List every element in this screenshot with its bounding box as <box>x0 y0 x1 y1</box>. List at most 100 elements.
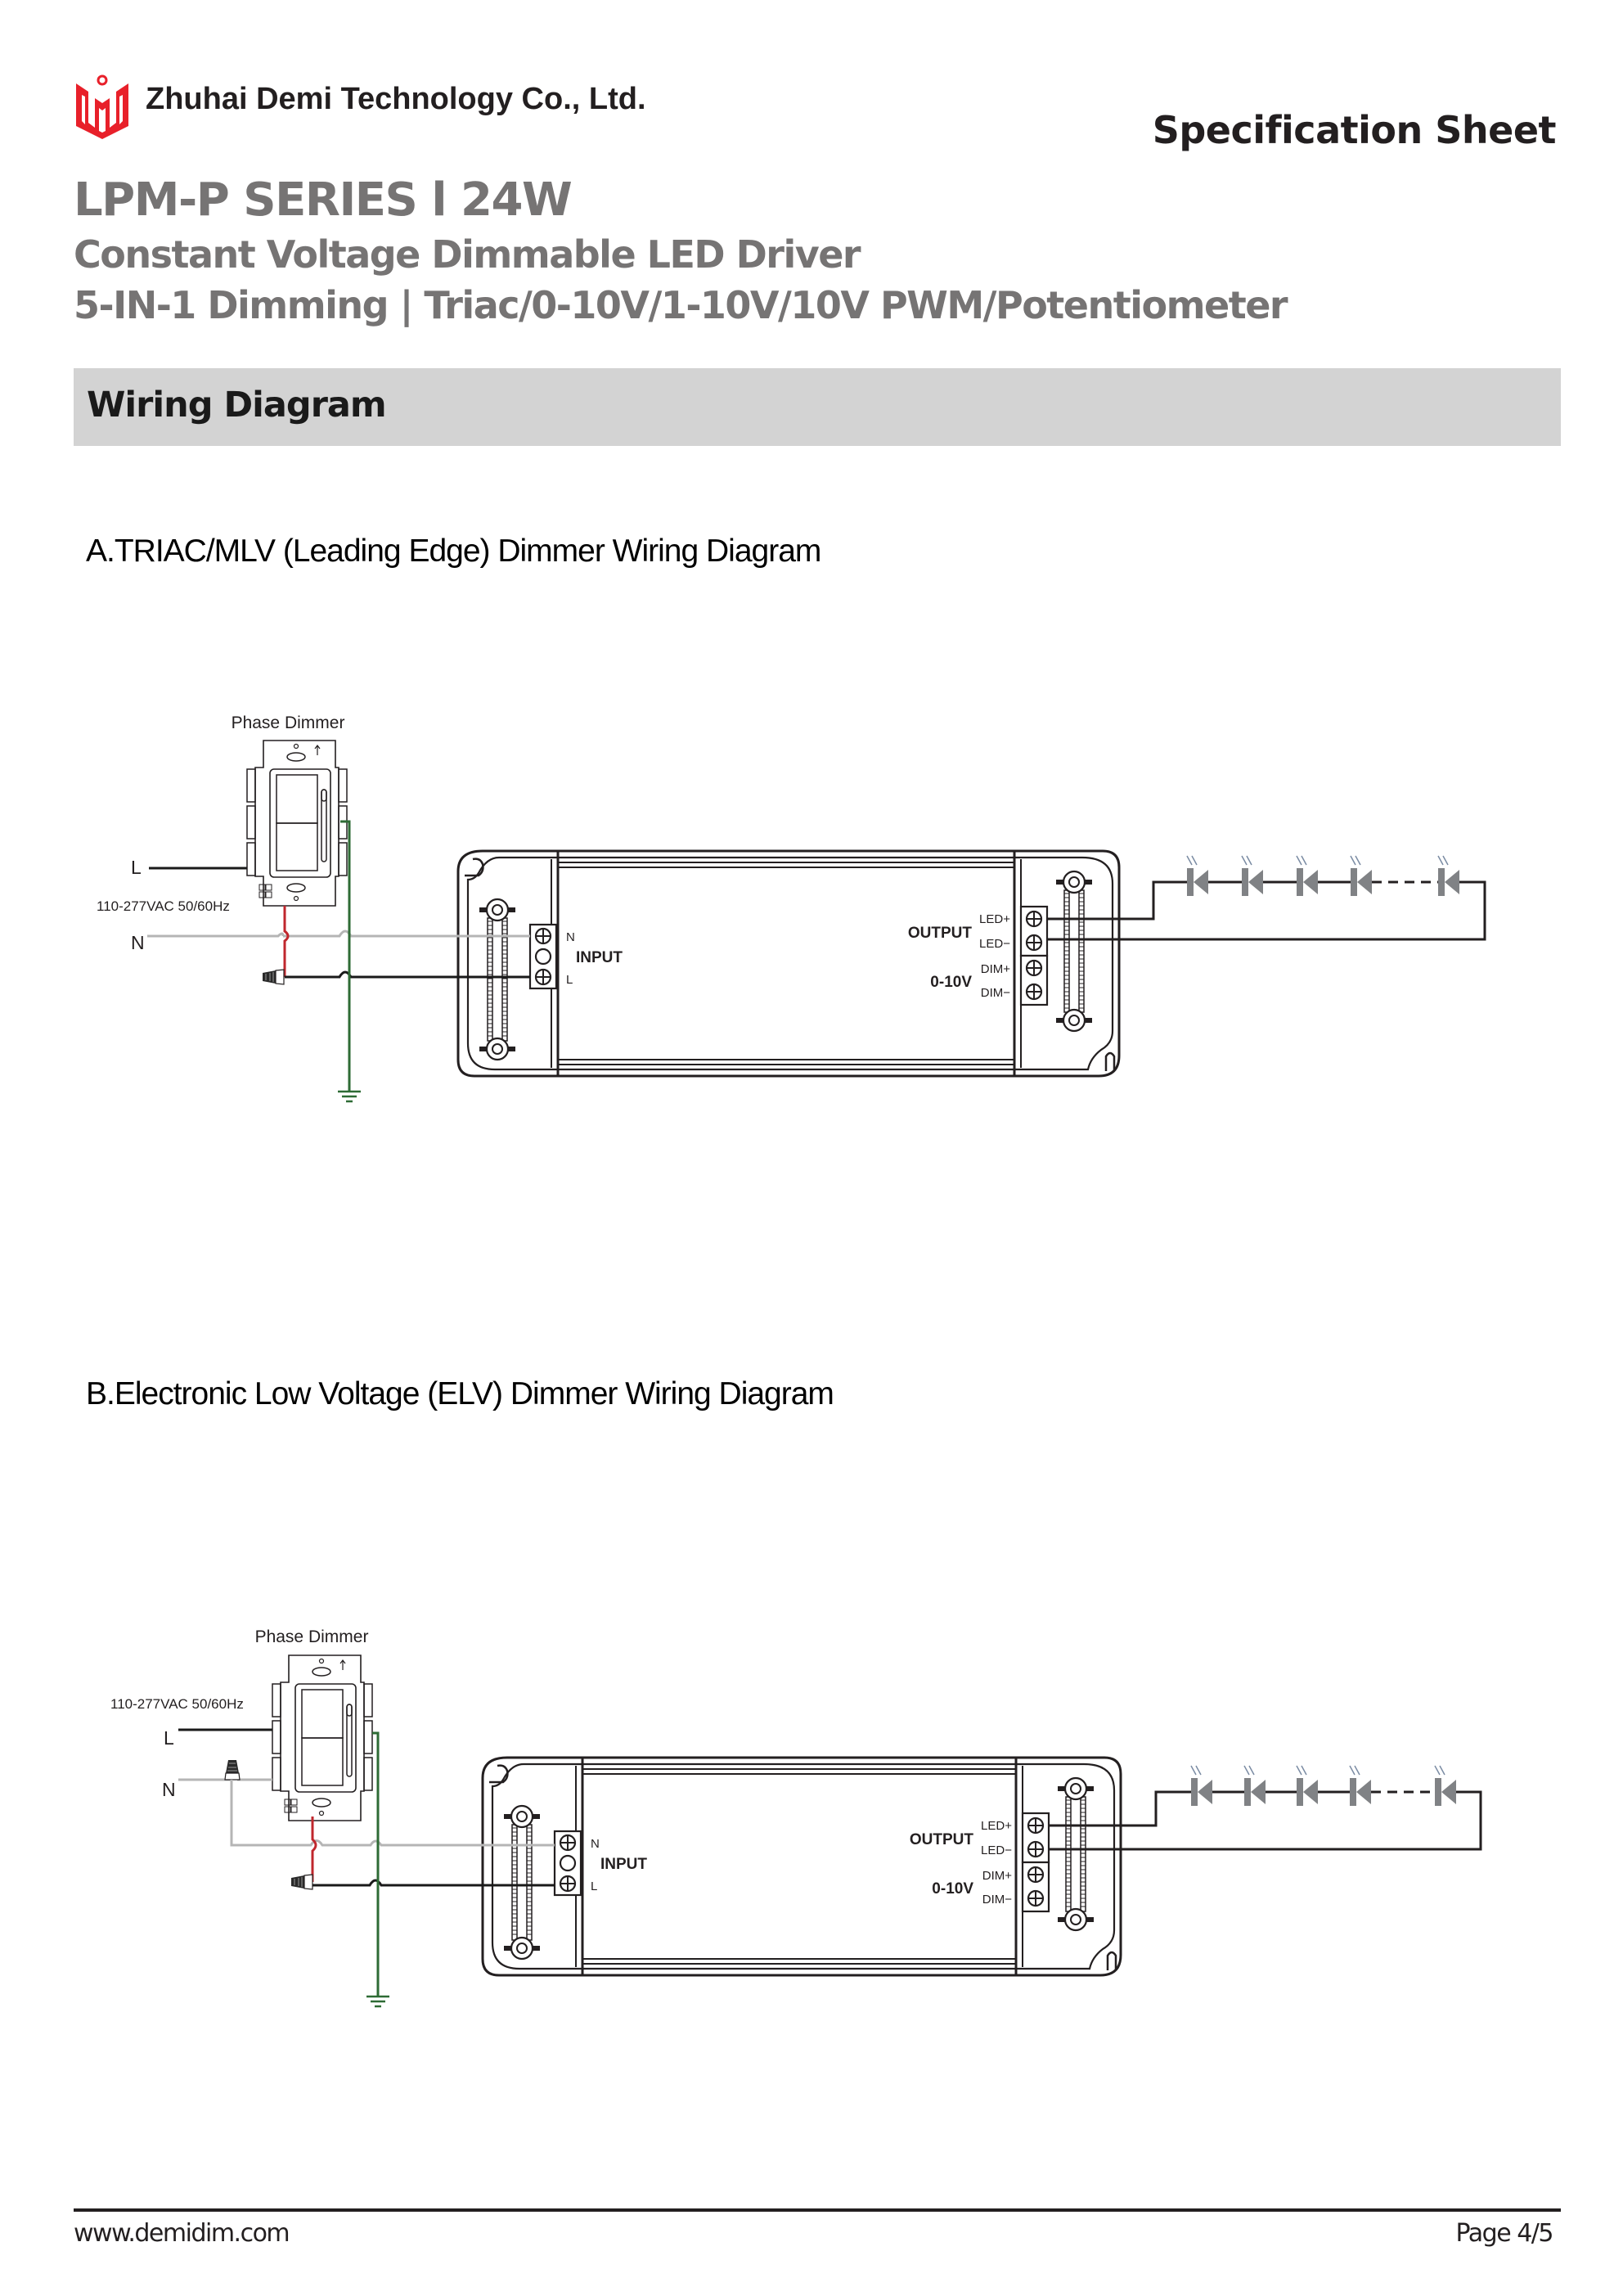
input-label: INPUT <box>600 1856 647 1873</box>
led-icon <box>1445 870 1459 894</box>
dimmer-vent <box>259 891 266 898</box>
clamp-screw-top <box>1062 870 1086 894</box>
clamp-rail <box>526 1824 533 1941</box>
driver-housing <box>481 1756 1122 1977</box>
dim-neg-label: DIM− <box>982 1893 1012 1907</box>
clamp-screw-top-hole <box>1068 876 1080 888</box>
input-terminal-unused <box>534 948 552 966</box>
light-rays-icon <box>1349 1765 1360 1776</box>
dim-mode-label: 0-10V <box>932 1880 973 1898</box>
wire-ground <box>372 1731 380 1997</box>
mounting-ear-left <box>465 858 484 877</box>
input-label: INPUT <box>576 949 623 966</box>
mounting-ear-right <box>1106 1951 1117 1970</box>
wire-line-to-driver <box>285 970 530 979</box>
light-rays-icon <box>1190 1765 1202 1776</box>
led-icon-bar <box>1244 1778 1251 1806</box>
dimmer-label: Phase Dimmer <box>232 714 345 732</box>
screw-hole-bottom <box>318 1810 325 1817</box>
driver-housing <box>456 849 1121 1078</box>
product-subtitle: Constant Voltage Dimmable LED Driver <box>74 232 861 277</box>
mounting-ear-right <box>1104 1051 1116 1071</box>
wire-ground <box>340 820 351 1092</box>
led-icon <box>1303 870 1318 894</box>
led-icon-bar <box>1191 1778 1198 1806</box>
company-logo <box>74 74 131 139</box>
mounting-slot-bottom <box>286 883 306 893</box>
clamp-screw-top <box>485 898 510 922</box>
led-icon <box>1357 870 1372 894</box>
section-title: Wiring Diagram <box>87 385 387 425</box>
light-rays-icon <box>1186 855 1198 866</box>
led-icon-bar <box>1438 868 1445 896</box>
dim-pos-label: DIM+ <box>982 1869 1012 1883</box>
mounting-slot-top <box>286 752 306 762</box>
led-icon <box>1356 1780 1371 1804</box>
clamp-screw-top-hole <box>1070 1783 1081 1794</box>
dimmer-tab-right <box>363 1720 373 1754</box>
light-rays-icon <box>1243 1765 1255 1776</box>
dimmer-tab-left <box>246 842 256 876</box>
dimmer-vent <box>265 884 272 891</box>
dimmer-vent <box>284 1799 291 1806</box>
dimmer-slider-knob <box>346 1704 353 1717</box>
input-l-label: L <box>591 1880 597 1893</box>
dimmer-tab-left <box>246 805 256 840</box>
dimmer-vent <box>290 1799 298 1806</box>
input-l-label: L <box>566 973 573 987</box>
dimmer-label: Phase Dimmer <box>255 1627 369 1646</box>
line-label: L <box>131 857 142 878</box>
input-n-label: N <box>566 930 575 944</box>
input-n-label: N <box>591 1837 600 1851</box>
dimmer-vent <box>290 1806 298 1813</box>
dimmer-tab-left <box>272 1683 281 1717</box>
led-icon <box>1303 1780 1318 1804</box>
dimmer-vent <box>259 884 266 891</box>
dimmer-plate <box>280 1654 365 1821</box>
dim-pos-label: DIM+ <box>981 962 1010 976</box>
series-title: LPM-P SERIES l 24W <box>74 173 573 227</box>
led-icon-bar <box>1435 1778 1441 1806</box>
wire-nut-icon <box>291 1874 313 1890</box>
clamp-screw-bottom <box>1062 1008 1086 1033</box>
mounting-ear-left <box>489 1764 509 1784</box>
wire-dimmed-hot <box>283 906 290 977</box>
dimmer-rocker-bottom <box>301 1737 344 1786</box>
dimming-modes: 5-IN-1 Dimming | Triac/0-10V/1-10V/10V P… <box>74 283 1288 327</box>
led-icon-bar <box>1350 1778 1356 1806</box>
diagram-a-title: A.TRIAC/MLV (Leading Edge) Dimmer Wiring… <box>86 533 821 569</box>
wire-neutral <box>147 930 530 938</box>
light-rays-icon <box>1241 855 1252 866</box>
screw-hole-top <box>318 1658 325 1664</box>
neutral-label: N <box>162 1779 176 1800</box>
led-icon <box>1248 870 1263 894</box>
dimmer-slider-knob <box>321 789 327 802</box>
wire-nut-icon <box>263 969 285 985</box>
mounting-slot-top <box>312 1667 331 1677</box>
dimmer-tab-left <box>246 768 256 803</box>
output-label: OUTPUT <box>908 925 973 942</box>
clamp-screw-bottom-hole <box>492 1043 503 1055</box>
dimmer-tab-right <box>363 1757 373 1791</box>
driver-inner-rim <box>491 1763 1116 1970</box>
clamp-screw-bottom <box>510 1936 534 1961</box>
dimmer-rocker-bottom <box>276 822 318 871</box>
light-rays-icon <box>1296 1765 1307 1776</box>
dim-mode-label: 0-10V <box>930 974 972 991</box>
supply-voltage-label: 110-277VAC 50/60Hz <box>110 1696 244 1712</box>
dimmer-faceplate <box>294 1683 357 1793</box>
output-label: OUTPUT <box>910 1831 974 1848</box>
wire-led-negative <box>1047 880 1486 941</box>
wire-led-negative <box>1049 1790 1482 1851</box>
light-rays-icon <box>1350 855 1361 866</box>
led-icon-bar <box>1297 1778 1303 1806</box>
led-icon-bar <box>1242 868 1248 896</box>
led-icon-bar <box>1187 868 1194 896</box>
led-icon <box>1198 1780 1212 1804</box>
supply-voltage-label: 110-277VAC 50/60Hz <box>97 898 230 914</box>
clamp-screw-bottom-hole <box>1070 1914 1081 1925</box>
logo-icon <box>76 74 128 139</box>
led-pos-label: LED+ <box>981 1819 1012 1833</box>
light-rays-icon <box>1296 855 1307 866</box>
light-rays-icon <box>1437 855 1449 866</box>
